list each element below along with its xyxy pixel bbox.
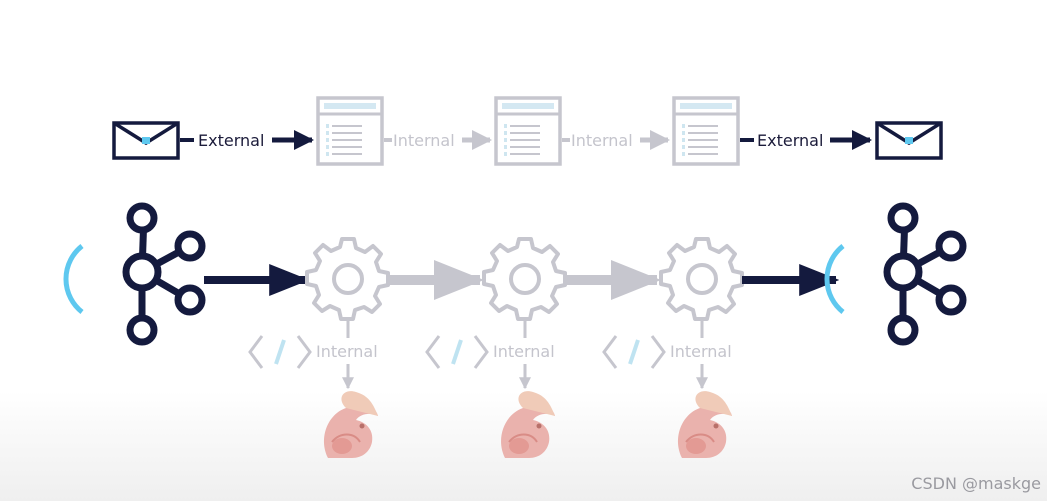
flink-squirrel-icon-1 bbox=[323, 390, 379, 459]
table-window-icon-2 bbox=[494, 96, 562, 166]
sink-envelope-icon bbox=[875, 121, 943, 160]
watermark: CSDN @maskge bbox=[911, 474, 1041, 493]
gear-icon-1 bbox=[305, 237, 390, 321]
top-label-external-right: External bbox=[757, 131, 823, 150]
bottom-label-internal-3: Internal bbox=[670, 342, 732, 361]
top-label-internal-1: Internal bbox=[393, 131, 455, 150]
code-brackets-icon-1 bbox=[248, 334, 312, 370]
kafka-logo-icon-source bbox=[66, 206, 202, 342]
kafka-logo-icon-sink bbox=[827, 206, 963, 342]
top-label-external-left: External bbox=[198, 131, 264, 150]
flink-squirrel-icon-2 bbox=[500, 390, 556, 459]
code-brackets-icon-3 bbox=[602, 334, 666, 370]
code-brackets-icon-2 bbox=[425, 334, 489, 370]
bottom-label-internal-1: Internal bbox=[316, 342, 378, 361]
bottom-label-internal-2: Internal bbox=[493, 342, 555, 361]
source-envelope-icon bbox=[112, 121, 180, 160]
top-label-internal-2: Internal bbox=[571, 131, 633, 150]
table-window-icon-3 bbox=[672, 96, 740, 166]
flink-squirrel-icon-3 bbox=[677, 390, 733, 459]
gear-icon-2 bbox=[482, 237, 567, 321]
table-window-icon-1 bbox=[316, 96, 384, 166]
gear-icon-3 bbox=[659, 237, 744, 321]
